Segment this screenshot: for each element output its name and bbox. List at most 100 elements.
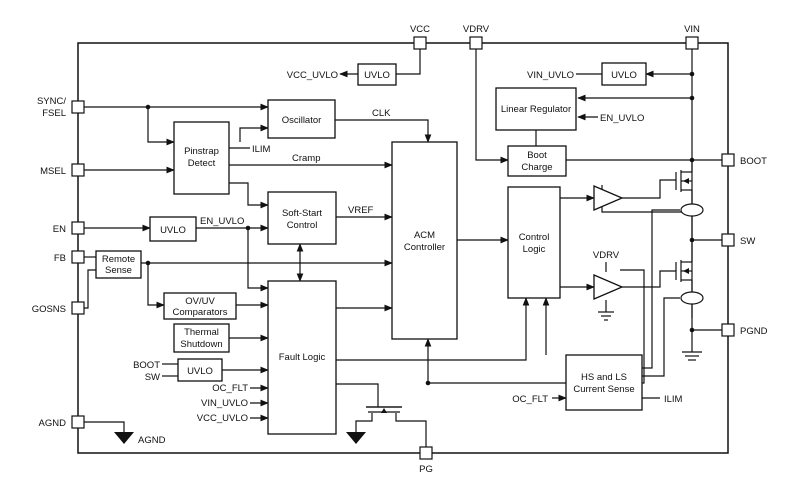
pin-label-boot: BOOT	[740, 156, 767, 167]
svg-text:Thermal: Thermal	[184, 327, 219, 338]
svg-text:Controller: Controller	[404, 242, 445, 253]
signal-vin-uvlo-out: VIN_UVLO	[527, 70, 574, 81]
signal-en-uvlo: EN_UVLO	[200, 216, 244, 227]
pin-pgnd	[721, 323, 735, 337]
ov-uv-comparators-block: OV/UV Comparators	[163, 292, 237, 320]
svg-text:Fault Logic: Fault Logic	[279, 352, 326, 363]
signal-vin-uvlo: VIN_UVLO	[201, 398, 248, 409]
svg-text:ACM: ACM	[414, 230, 435, 241]
driver-ground-symbol	[598, 311, 614, 321]
low-side-driver	[593, 274, 624, 300]
svg-text:HS and LS: HS and LS	[581, 372, 627, 383]
svg-text:Linear Regulator: Linear Regulator	[501, 104, 571, 115]
svg-text:Charge: Charge	[521, 162, 552, 173]
uvlo-en-block: UVLO	[149, 216, 197, 242]
svg-text:Soft-Start: Soft-Start	[282, 208, 322, 219]
pin-label-sw: SW	[740, 236, 755, 247]
svg-text:Sense: Sense	[105, 265, 132, 276]
junction-dots	[145, 71, 695, 386]
pin-vin	[685, 36, 699, 50]
signal-sw: SW	[145, 372, 160, 383]
high-side-fet	[675, 168, 693, 196]
control-logic-block: Control Logic	[507, 186, 561, 299]
uvlo-boot-block: UVLO	[177, 358, 223, 382]
pin-gosns	[71, 301, 85, 315]
pin-en	[71, 221, 85, 235]
signal-en-uvlo-linreg: EN_UVLO	[600, 113, 644, 124]
pin-label-fb: FB	[54, 253, 66, 264]
pin-label-sync: SYNC/	[37, 96, 66, 107]
pin-msel	[71, 163, 85, 177]
pin-label-vin: VIN	[684, 24, 700, 35]
signal-vdrv-driver: VDRV	[593, 250, 620, 261]
signal-ilim: ILIM	[252, 144, 271, 155]
svg-text:UVLO: UVLO	[611, 70, 637, 81]
pgnd-ground-symbol	[682, 351, 702, 361]
device-boundary	[77, 42, 729, 454]
soft-start-control-block: Soft-Start Control	[267, 191, 337, 245]
pin-label-pg: PG	[419, 464, 433, 475]
signal-vref: VREF	[348, 205, 374, 216]
svg-text:Boot: Boot	[527, 150, 547, 161]
remote-sense-block: Remote Sense	[95, 250, 142, 279]
thermal-shutdown-block: Thermal Shutdown	[173, 323, 230, 353]
svg-text:Control: Control	[519, 232, 550, 243]
pin-agnd	[71, 415, 85, 429]
signal-cramp: Cramp	[292, 153, 321, 164]
pin-label-msel: MSEL	[40, 166, 66, 177]
signal-labels: VCC_UVLO CLK ILIM Cramp EN_UVLO VREF BOO…	[133, 70, 682, 424]
low-side-fet	[675, 258, 693, 286]
pin-label-gosns: GOSNS	[32, 304, 66, 315]
signal-oc-flt-cs: OC_FLT	[512, 394, 548, 405]
signal-oc-flt: OC_FLT	[212, 383, 248, 394]
svg-text:UVLO: UVLO	[160, 225, 186, 236]
pin-label-agnd-symbol: AGND	[138, 435, 166, 446]
svg-text:UVLO: UVLO	[364, 70, 390, 81]
uvlo-vcc-block: UVLO	[357, 63, 397, 86]
high-side-driver	[593, 185, 624, 211]
svg-text:Detect: Detect	[188, 158, 216, 169]
pin-label-pgnd: PGND	[740, 326, 768, 337]
pin-label-fsel: FSEL	[42, 108, 66, 119]
pin-sync-fsel	[71, 100, 85, 114]
agnd-ground-symbol	[114, 432, 134, 444]
acm-controller-block: ACM Controller	[391, 141, 458, 340]
svg-text:Oscillator: Oscillator	[282, 115, 322, 126]
signal-vcc-uvlo-fault: VCC_UVLO	[197, 413, 248, 424]
hs-ls-current-sense-block: HS and LS Current Sense	[565, 354, 643, 411]
linear-regulator-block: Linear Regulator	[495, 87, 577, 131]
svg-text:OV/UV: OV/UV	[185, 296, 215, 307]
pin-fb	[71, 250, 85, 264]
pins	[71, 36, 735, 460]
pin-label-vdrv: VDRV	[463, 24, 490, 35]
pin-sw	[721, 233, 735, 247]
svg-text:Remote: Remote	[102, 254, 135, 265]
pin-label-en: EN	[53, 224, 66, 235]
signal-clk: CLK	[372, 108, 391, 119]
svg-text:Comparators: Comparators	[173, 307, 228, 318]
wires	[84, 49, 734, 448]
ls-current-sense-loop	[680, 291, 704, 305]
pin-pg	[419, 446, 433, 460]
pin-label-vcc: VCC	[410, 24, 430, 35]
pin-boot	[721, 153, 735, 167]
uvlo-vin-block: UVLO	[601, 62, 647, 86]
pg-output-fet	[366, 406, 402, 413]
svg-text:Logic: Logic	[523, 244, 546, 255]
signal-vcc-uvlo: VCC_UVLO	[287, 70, 338, 81]
svg-text:Control: Control	[287, 220, 318, 231]
pin-labels: VCC VDRV VIN SYNC/ FSEL MSEL EN FB GOSNS…	[32, 24, 768, 475]
svg-text:Shutdown: Shutdown	[180, 339, 222, 350]
boot-charge-block: Boot Charge	[507, 145, 567, 177]
signal-ilim-cs: ILIM	[664, 394, 683, 405]
hs-current-sense-loop	[680, 203, 704, 217]
pinstrap-detect-block: Pinstrap Detect	[173, 121, 230, 195]
pin-vdrv	[469, 36, 483, 50]
pin-vcc	[413, 36, 427, 50]
fault-logic-block: Fault Logic	[267, 280, 337, 435]
signal-boot: BOOT	[133, 360, 160, 371]
svg-text:Current Sense: Current Sense	[573, 384, 634, 395]
pg-ground-symbol	[346, 432, 366, 444]
pin-label-agnd: AGND	[39, 418, 67, 429]
